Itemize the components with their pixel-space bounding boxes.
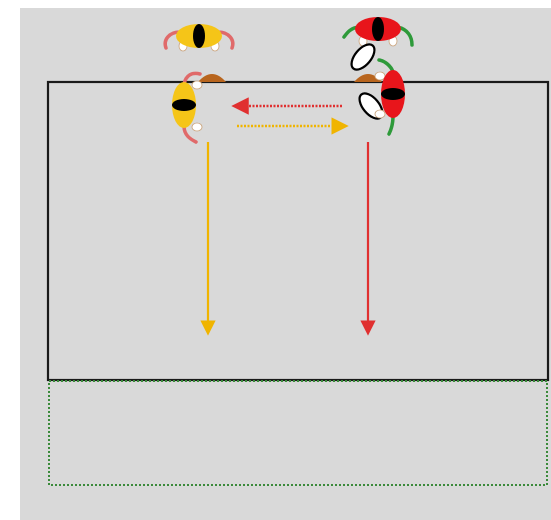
player-head <box>381 88 405 100</box>
cone-icon <box>198 74 226 82</box>
player-hand-bottom <box>374 109 386 119</box>
player-red-icon <box>374 58 405 136</box>
player-head <box>193 24 205 48</box>
player-red-icon <box>342 17 414 47</box>
player-arm-top <box>182 71 202 86</box>
diagram-background <box>20 8 551 520</box>
player-head <box>172 99 196 111</box>
end-zone <box>48 380 548 486</box>
player-hand-top <box>374 71 386 81</box>
player-head <box>372 17 384 41</box>
rugby-ball-icon <box>350 43 376 71</box>
player-arm-bottom <box>182 124 198 144</box>
player-yellow-icon <box>172 71 203 144</box>
player-hand-top <box>191 80 203 90</box>
player-hand-bottom <box>191 122 203 132</box>
player-yellow-icon <box>163 24 235 52</box>
